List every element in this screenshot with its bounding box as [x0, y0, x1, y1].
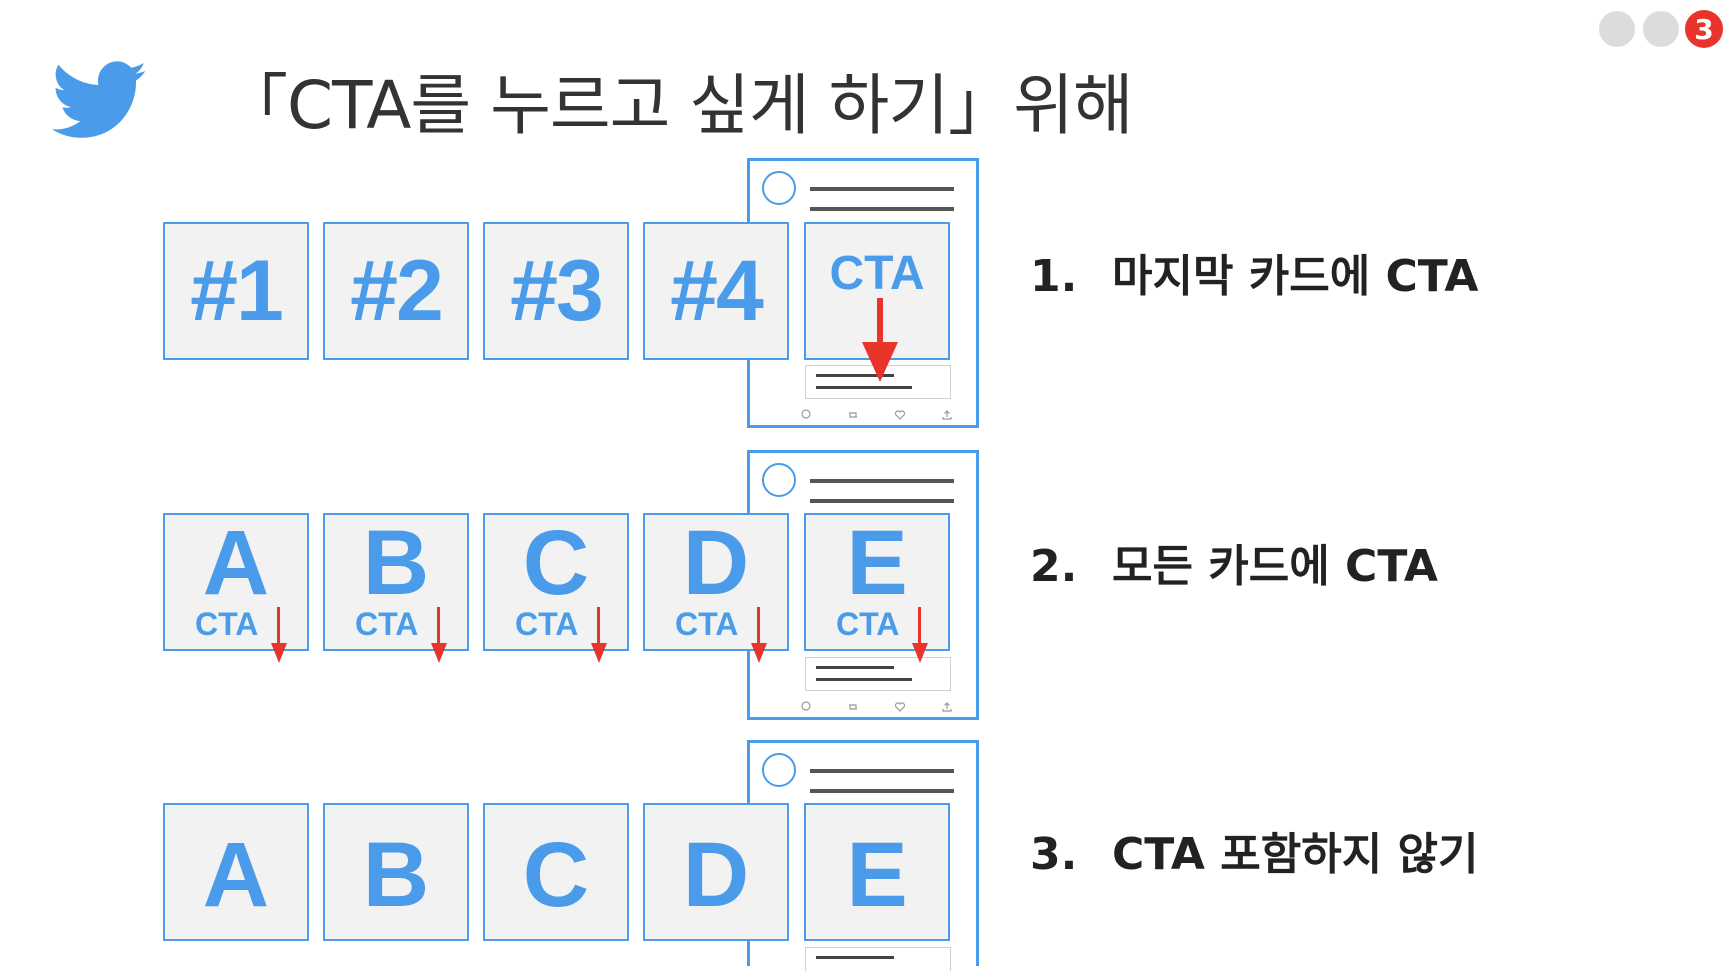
carousel-card: E CTA [804, 511, 950, 663]
slide-pager: 3 [1599, 8, 1723, 48]
down-arrow-icon [591, 607, 607, 663]
avatar-icon [762, 753, 796, 787]
carousel-card: E [804, 803, 950, 941]
option-text: CTA 포함하지 않기 [1112, 829, 1479, 880]
option-number: 3. [1030, 829, 1078, 880]
carousel-card: D [643, 803, 789, 941]
text-line [816, 678, 912, 681]
tweet-actions [800, 701, 960, 715]
reply-icon [801, 409, 811, 419]
card-label: C [522, 511, 590, 614]
down-arrow-icon [271, 607, 287, 663]
card-label: E [846, 823, 908, 926]
carousel-card: #4 [643, 222, 789, 360]
card-label: E [846, 511, 908, 614]
pager-dot[interactable] [1643, 11, 1679, 47]
avatar-icon [762, 463, 796, 497]
option-text: 모든 카드에 CTA [1112, 541, 1438, 592]
card-cta-label: CTA [836, 606, 900, 642]
carousel-card: #3 [483, 222, 629, 360]
card-label: #1 [190, 242, 284, 339]
carousel-card: B CTA [323, 511, 469, 663]
carousel-card: A CTA [163, 511, 309, 663]
down-arrow-icon [751, 607, 767, 663]
retweet-icon [849, 704, 857, 710]
card-cta-label: CTA [515, 606, 579, 642]
option-number: 2. [1030, 541, 1078, 592]
option-item: 3. CTA 포함하지 않기 [1030, 818, 1478, 882]
option-item: 1. 마지막 카드에 CTA [1030, 240, 1478, 304]
card-label: #3 [510, 242, 604, 339]
text-line [816, 666, 894, 669]
text-line [810, 499, 954, 503]
text-line [810, 789, 954, 793]
slide-title: 「CTA를 누르고 싶게 하기」위해 [222, 67, 1134, 144]
link-preview [805, 947, 951, 971]
carousel-card: #1 [163, 222, 309, 360]
option-item: 2. 모든 카드에 CTA [1030, 530, 1438, 594]
card-label: #4 [670, 242, 764, 339]
retweet-icon [849, 412, 857, 418]
card-cta-label: CTA [355, 606, 419, 642]
carousel-card: C CTA [483, 511, 629, 663]
carousel-card: B [323, 803, 469, 941]
link-preview [805, 657, 951, 691]
carousel-card: A [163, 803, 309, 941]
text-line [810, 479, 954, 483]
card-label: B [362, 823, 430, 926]
like-icon [894, 410, 906, 420]
text-line [816, 374, 894, 377]
carousel-card: C [483, 803, 629, 941]
tweet-actions [800, 409, 960, 423]
option-text: 마지막 카드에 CTA [1112, 251, 1479, 302]
down-arrow-icon [431, 607, 447, 663]
carousel-card: #2 [323, 222, 469, 360]
like-icon [894, 702, 906, 712]
card-cta-label: CTA [829, 247, 925, 300]
share-icon [942, 702, 952, 712]
text-line [810, 769, 954, 773]
text-line [816, 386, 912, 389]
link-preview [805, 365, 951, 399]
down-arrow-icon [912, 607, 928, 663]
share-icon [942, 410, 952, 420]
avatar-icon [762, 171, 796, 205]
card-label: C [522, 823, 590, 926]
card-label: B [362, 511, 430, 614]
carousel-card-last: CTA [804, 222, 950, 382]
carousel-card: D CTA [643, 511, 789, 663]
pager-current-badge[interactable]: 3 [1685, 10, 1723, 48]
option-number: 1. [1030, 251, 1078, 302]
reply-icon [801, 701, 811, 711]
card-label: #2 [350, 242, 444, 339]
twitter-bird-icon [52, 61, 147, 138]
card-label: A [202, 823, 270, 926]
text-line [816, 956, 894, 959]
down-arrow-icon [862, 298, 898, 382]
card-label: D [682, 511, 750, 614]
text-line [810, 207, 954, 211]
card-cta-label: CTA [195, 606, 259, 642]
card-label: D [682, 823, 750, 926]
text-line [810, 187, 954, 191]
card-cta-label: CTA [675, 606, 739, 642]
card-label: A [202, 511, 270, 614]
pager-dot[interactable] [1599, 11, 1635, 47]
